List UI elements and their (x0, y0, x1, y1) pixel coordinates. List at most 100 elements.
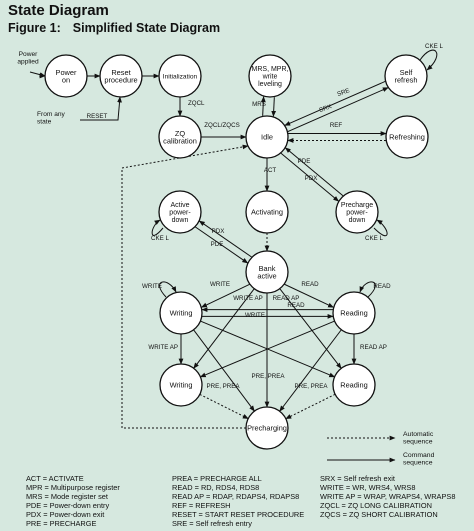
edge-pdx-idle (284, 147, 344, 197)
edge-mrs-idle (271, 97, 277, 117)
automatic-sequence-label: sequence (403, 439, 433, 446)
state-circle (158, 190, 202, 234)
state-circle (158, 115, 202, 159)
state-label: procedure (104, 75, 137, 84)
state-label: ZQ (175, 129, 186, 138)
legend-entry: PRE = PRECHARGE (26, 519, 97, 529)
state-label: down (172, 217, 189, 224)
state-circle (335, 190, 379, 234)
cke-l-left-label: CKE L (151, 235, 169, 242)
edge-read-b-pre (285, 393, 336, 420)
edge-idle-mrs (260, 96, 266, 116)
automatic-sequence-label: Automatic (403, 431, 434, 438)
from-any-state-label: state (37, 119, 52, 126)
state-label: on (62, 75, 70, 84)
state-circle (248, 54, 292, 98)
page-title: State Diagram (8, 2, 109, 19)
state-label: refresh (394, 75, 417, 84)
state-circle (385, 115, 429, 159)
edge-bank-read-ap (279, 288, 342, 369)
state-circle (245, 250, 289, 294)
read-label: READ (301, 281, 319, 288)
edge-reset-any-state (80, 96, 122, 121)
legend-entry: READ = RD, RDS4, RDS8 (172, 483, 260, 493)
state-writing-bottom: Writing (159, 363, 203, 407)
state-label: Power (56, 68, 77, 77)
state-label: Writing (170, 381, 193, 390)
pde-label: PDE (298, 158, 311, 165)
act-label: ACT (264, 167, 277, 174)
read-loop-label: READ (373, 283, 391, 290)
pre-prea-2-label: PRE, PREA (206, 383, 240, 390)
state-label: Reading (340, 381, 368, 390)
state-reading-bottom: Reading (332, 363, 376, 407)
edge-writing-loop (159, 281, 177, 298)
state-idle: Idle (245, 115, 289, 159)
state-activating: Activating (245, 190, 289, 234)
edge-srx-idle (284, 80, 386, 126)
state-circle (245, 406, 289, 450)
state-circle (159, 291, 203, 335)
legend-entry: RESET = START RESET PROCEDURE (172, 510, 305, 520)
legend-entry: MRS = Mode register set (26, 492, 108, 502)
write-ap-2-label: WRITE AP (148, 344, 178, 351)
state-label: MRS, MPR, (252, 66, 289, 73)
edge-write-b-pre (199, 393, 249, 420)
edge-writing-pre (193, 329, 255, 412)
state-circle (332, 363, 376, 407)
legend-entry: SRE = Self refresh entry (172, 519, 252, 529)
write-ap-1-label: WRITE AP (233, 295, 263, 302)
state-label: calibration (163, 136, 197, 145)
state-label: Precharge (341, 202, 373, 209)
power-applied-label: applied (17, 59, 39, 66)
state-circle (158, 54, 202, 98)
sre-label: SRE (336, 87, 350, 98)
state-label: Idle (261, 133, 273, 142)
read-mid-label: READ (287, 302, 305, 309)
legend-entry: WRITE AP = WRAP, WRAPS4, WRAPS8 (320, 492, 456, 502)
srx-label: SRX (318, 103, 332, 114)
state-label: write (262, 74, 278, 81)
cke-l-self-label: CKE L (425, 43, 443, 50)
state-circle (159, 363, 203, 407)
state-label: Reading (340, 309, 368, 318)
legend-entry: SRX = Self refresh exit (320, 474, 395, 483)
edge-idle-pde (280, 152, 340, 202)
legend-entry: MPR = Multipurpose register (26, 483, 120, 493)
edge-idle-sre (287, 87, 389, 133)
edge-reading-loop (359, 281, 376, 298)
command-sequence-label: Command (403, 452, 435, 459)
power-applied-label: Power (19, 51, 38, 58)
state-label: Bank (259, 264, 276, 273)
pdx-left-label: PDX (212, 228, 225, 235)
figure-label: Figure 1: (8, 21, 61, 35)
state-circle (245, 190, 289, 234)
state-label: leveling (258, 81, 282, 88)
state-precharging: Precharging (245, 406, 289, 450)
edge-bank-pde (198, 220, 253, 258)
state-label: Refreshing (389, 133, 425, 142)
legend-entry: READ AP = RDAP, RDAPS4, RDAPS8 (172, 492, 300, 502)
reset-label: RESET (87, 113, 108, 120)
edge-precharge-pd-loop (373, 219, 388, 236)
command-sequence-label: sequence (403, 460, 433, 467)
zqcl-zqcs-label: ZQCL/ZQCS (204, 122, 239, 129)
state-reading-top: Reading (332, 291, 376, 335)
state-writing-top: Writing (159, 291, 203, 335)
state-label: Self (400, 68, 414, 77)
state-label: active (257, 271, 276, 280)
state-circle (99, 54, 143, 98)
edge-pdx-bank (194, 226, 249, 264)
state-label: Writing (170, 309, 193, 318)
legend-entry: PDE = Power-down entry (26, 501, 110, 511)
figure-title: Figure 1:Simplified State Diagram (8, 21, 220, 35)
pre-prea-1-label: PRE, PREA (251, 373, 285, 380)
state-label: power- (169, 210, 191, 217)
